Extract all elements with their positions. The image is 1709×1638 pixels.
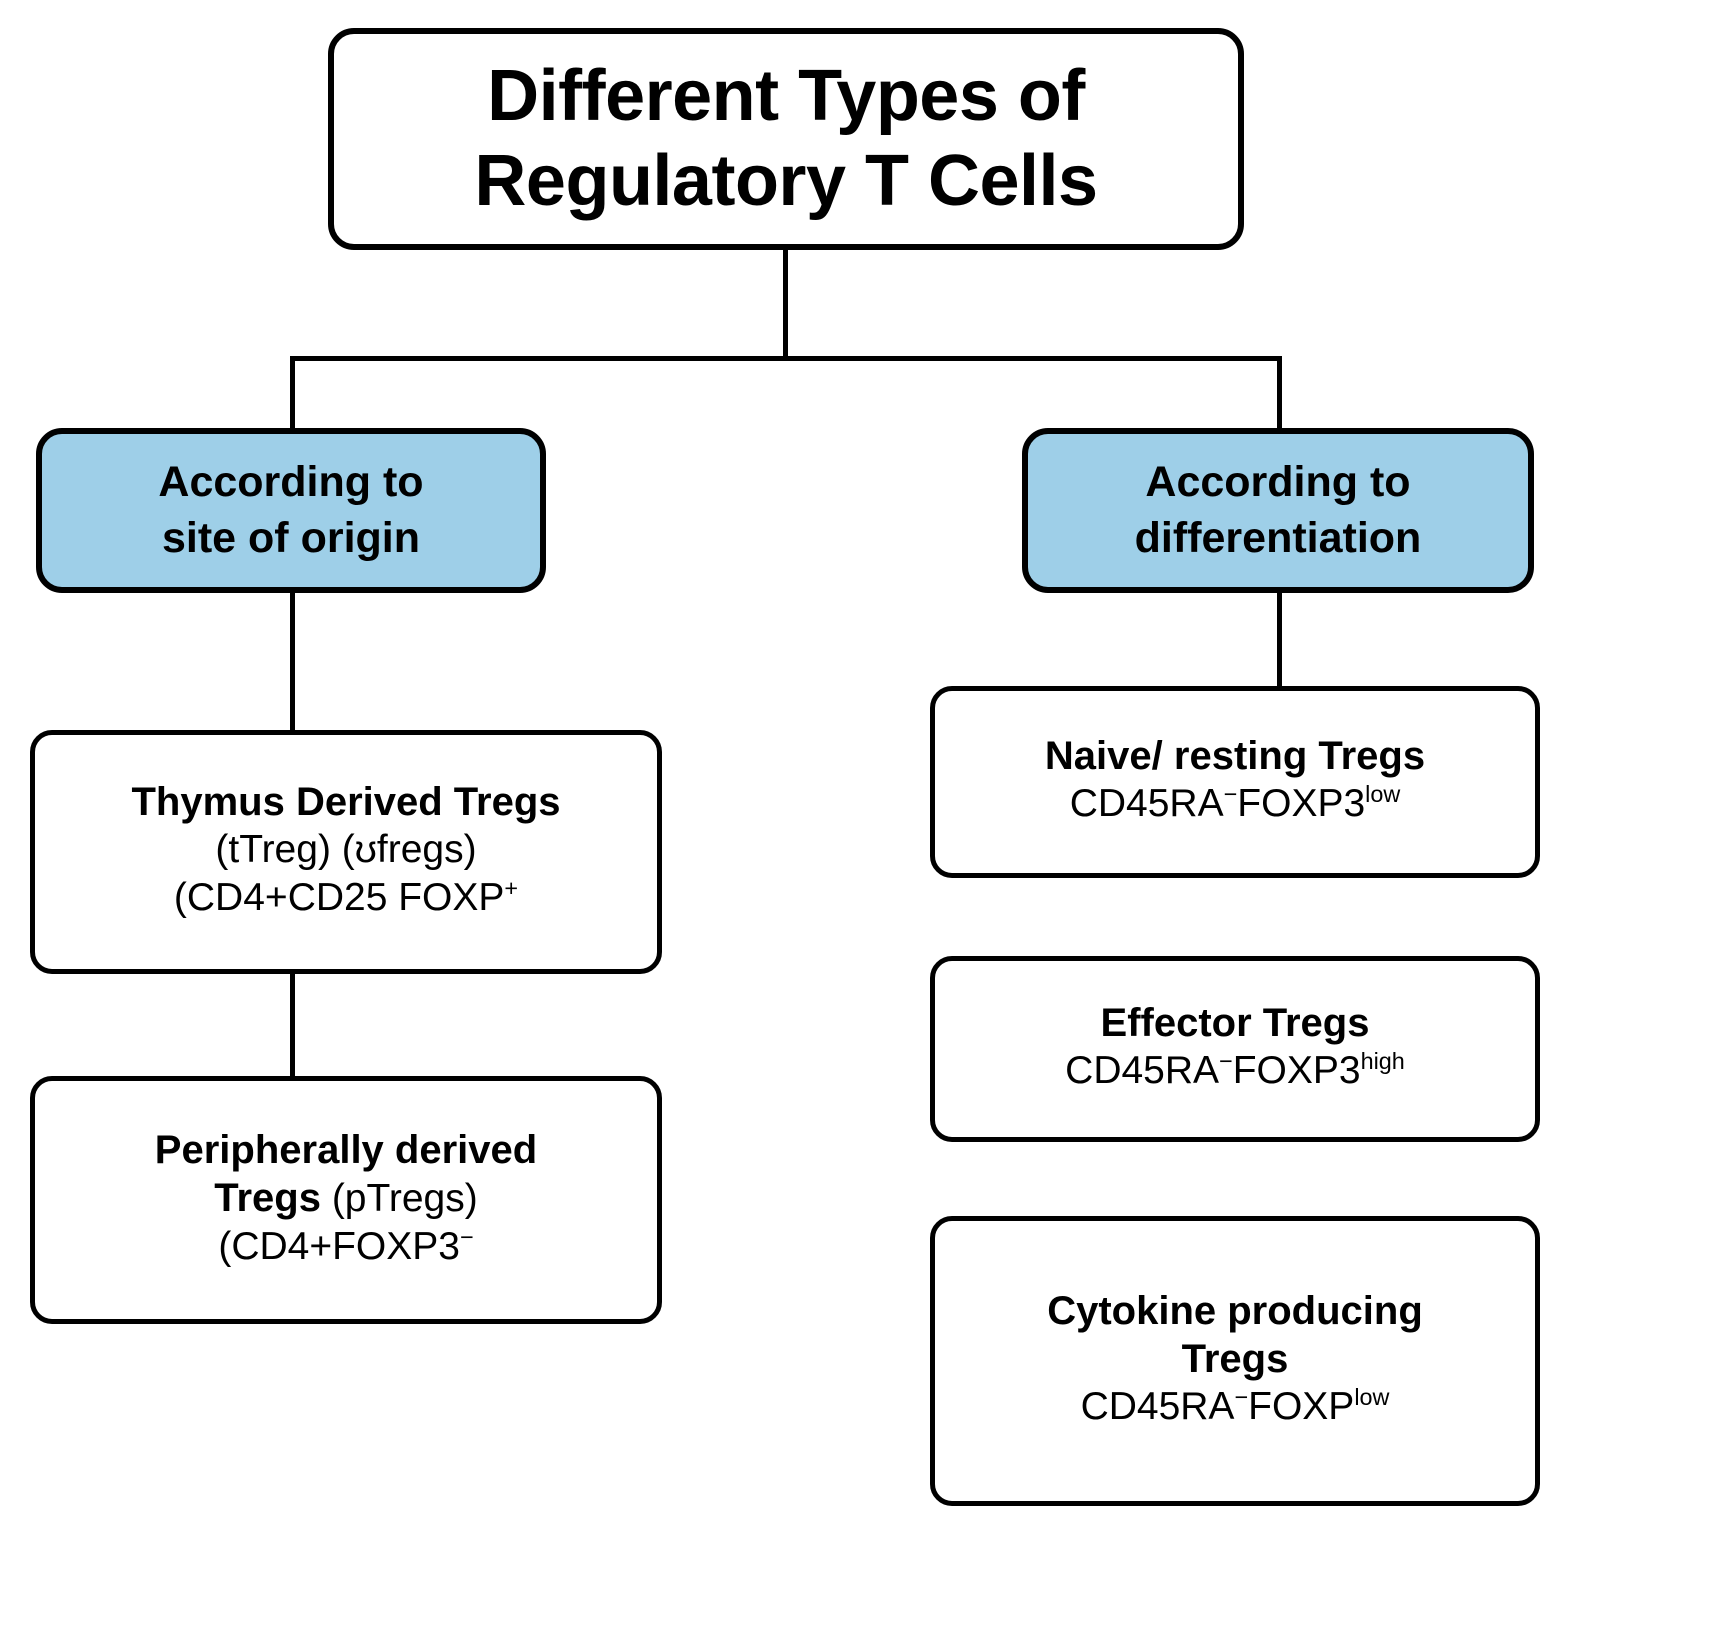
category-box-site-of-origin[interactable]: According to site of origin <box>36 428 546 593</box>
naive-title: Naive/ resting Tregs <box>1044 734 1426 779</box>
naive-markers-sup-level: low <box>1365 781 1401 808</box>
ptreg-title-regular: (pTregs) <box>320 1176 478 1220</box>
connector-split-to-left-category <box>290 356 295 430</box>
effector-markers: CD45RA−FOXP3high <box>1065 1047 1405 1095</box>
category-left-line-1: According to <box>158 458 424 507</box>
ptreg-title-line-1: Peripherally derived <box>154 1127 538 1172</box>
ptreg-title-line-2: Tregs (pTregs) <box>214 1174 477 1223</box>
connector-horizontal-split <box>292 356 1282 361</box>
node-effector-tregs[interactable]: Effector Tregs CD45RA−FOXP3high <box>930 956 1540 1142</box>
category-right-line-2: differentiation <box>1134 513 1422 562</box>
cytokine-markers-pre: CD45RA <box>1080 1385 1235 1429</box>
title-line-2: Regulatory T Cells <box>474 141 1098 221</box>
category-left-line-2: site of origin <box>162 513 420 562</box>
ttreg-markers-sup: + <box>504 875 519 901</box>
cytokine-title-line-2: Tregs <box>1181 1337 1289 1382</box>
cytokine-markers-sup-minus: − <box>1234 1384 1249 1411</box>
effector-markers-sup-minus: − <box>1219 1048 1233 1075</box>
node-naive-resting-tregs[interactable]: Naive/ resting Tregs CD45RA−FOXP3low <box>930 686 1540 878</box>
ptreg-markers: (CD4+FOXP3− <box>218 1223 473 1271</box>
naive-markers-sup-minus: − <box>1223 781 1238 808</box>
ttreg-markers-base: (CD4+CD25 FOXP <box>173 876 505 919</box>
title-line-1: Different Types of <box>487 56 1085 137</box>
effector-title: Effector Tregs <box>1100 1001 1370 1046</box>
ptreg-markers-base: (CD4+FOXP3 <box>218 1224 460 1268</box>
naive-markers: CD45RA−FOXP3low <box>1070 780 1401 828</box>
cytokine-title-line-1: Cytokine producing <box>1047 1289 1423 1334</box>
ttreg-markers: (CD4+CD25 FOXP+ <box>174 874 518 922</box>
connector-ttreg-to-ptreg <box>290 974 295 1078</box>
effector-markers-sup-level: high <box>1360 1048 1405 1075</box>
category-box-differentiation[interactable]: According to differentiation <box>1022 428 1534 593</box>
connector-split-to-right-category <box>1277 356 1282 430</box>
node-peripherally-derived-tregs[interactable]: Peripherally derived Tregs (pTregs) (CD4… <box>30 1076 662 1324</box>
effector-markers-pre: CD45RA <box>1065 1049 1220 1093</box>
connector-title-to-split <box>783 250 788 358</box>
connector-right-category-to-naive <box>1277 593 1282 688</box>
cytokine-markers-mid: FOXP <box>1248 1385 1355 1429</box>
ttreg-subtitle: (tTreg) (ʊfregs) <box>215 828 477 872</box>
effector-markers-mid: FOXP3 <box>1232 1049 1361 1093</box>
ptreg-markers-sup: − <box>459 1223 474 1250</box>
node-thymus-derived-tregs[interactable]: Thymus Derived Tregs (tTreg) (ʊfregs) (C… <box>30 730 662 974</box>
cytokine-markers-sup-level: low <box>1354 1384 1390 1411</box>
naive-markers-pre: CD45RA <box>1069 782 1224 826</box>
ttreg-title: Thymus Derived Tregs <box>131 780 561 825</box>
category-right-line-1: According to <box>1145 458 1411 507</box>
cytokine-markers: CD45RA−FOXPlow <box>1081 1383 1390 1431</box>
connector-left-category-to-ttreg <box>290 593 295 732</box>
ptreg-title-bold: Tregs <box>214 1175 321 1220</box>
diagram-title-box: Different Types of Regulatory T Cells <box>328 28 1244 250</box>
naive-markers-mid: FOXP3 <box>1237 782 1366 826</box>
node-cytokine-producing-tregs[interactable]: Cytokine producing Tregs CD45RA−FOXPlow <box>930 1216 1540 1506</box>
